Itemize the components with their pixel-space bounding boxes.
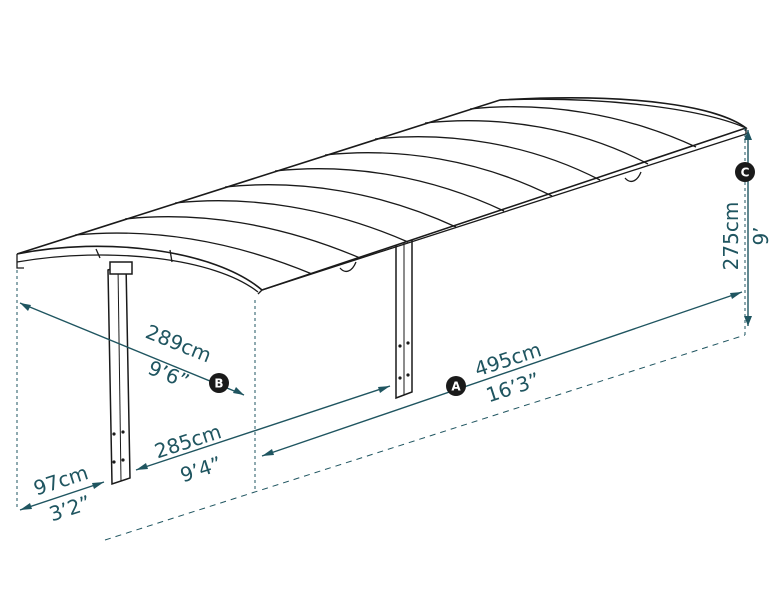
badge-b: B [209,373,229,393]
label-c-imperial: 9’ [749,226,773,245]
dimension-lines [19,130,752,511]
label-b: 289cm 9’6” [142,320,215,394]
back-post [395,236,413,400]
front-post [107,261,133,486]
label-c-metric: 275cm [719,202,743,271]
roof-panel [16,97,748,295]
label-c: 275cm 9’ [719,202,773,271]
label-post-spacing: 285cm 9’4” [151,419,224,487]
label-post-spacing-imperial: 9’4” [177,451,225,487]
label-overhang-imperial: 3’2” [46,490,94,526]
svg-text:B: B [214,377,223,391]
label-b-imperial: 9’6” [145,355,193,393]
svg-text:A: A [451,380,461,394]
label-overhang: 97cm 3’2” [31,460,94,526]
svg-text:C: C [741,166,750,180]
badge-c: C [735,162,755,182]
badge-a: A [446,376,466,396]
guide-lines [16,128,746,541]
